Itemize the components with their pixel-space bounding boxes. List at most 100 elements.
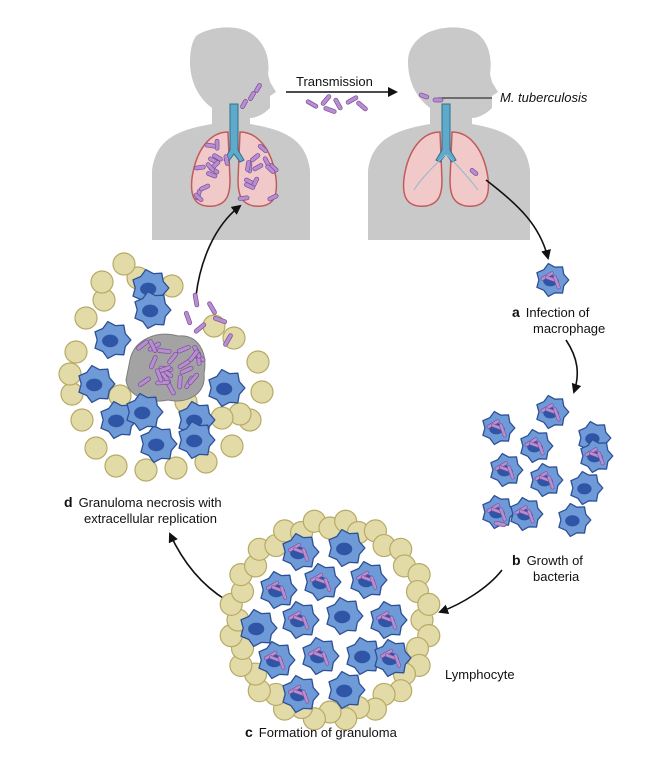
macrophage-cell bbox=[94, 320, 132, 360]
step-d-line-1: Granuloma necrosis with bbox=[78, 495, 222, 510]
lymphocyte-cell bbox=[84, 436, 108, 460]
cycle-arrows bbox=[168, 87, 582, 614]
macrophage-cell bbox=[536, 262, 570, 298]
bacterium bbox=[193, 192, 204, 203]
bacterium bbox=[223, 154, 230, 166]
bacterium bbox=[493, 520, 507, 528]
arrow-to-growth bbox=[565, 339, 582, 394]
macrophage-cell bbox=[134, 290, 172, 330]
bacterium bbox=[149, 355, 158, 370]
macrophage-cell bbox=[346, 636, 384, 676]
bacterium bbox=[418, 92, 430, 100]
bacterium bbox=[237, 195, 250, 201]
macrophage-cell bbox=[208, 368, 246, 408]
bacterium bbox=[187, 372, 199, 386]
exposed-person-silhouette bbox=[368, 27, 530, 240]
bacterium bbox=[205, 162, 216, 173]
bacterium bbox=[305, 99, 319, 109]
lymphocyte-cell bbox=[246, 350, 270, 374]
bacterium bbox=[223, 333, 233, 347]
step-d-line-2: extracellular replication bbox=[84, 511, 217, 526]
bacterium bbox=[265, 164, 276, 174]
macrophage-cell bbox=[178, 420, 216, 460]
macrophage-cell bbox=[570, 470, 604, 506]
macrophage-cell bbox=[520, 428, 554, 464]
bacterium bbox=[136, 339, 149, 351]
bacterium bbox=[254, 83, 262, 93]
macrophage-cell bbox=[126, 392, 164, 432]
bacterium bbox=[204, 142, 217, 149]
macrophage-cell bbox=[78, 364, 116, 404]
lymphocyte-cell bbox=[164, 456, 188, 480]
bacterium bbox=[155, 368, 164, 383]
bacterium bbox=[179, 365, 194, 375]
lymphocyte-cell bbox=[90, 270, 114, 294]
bacterium bbox=[192, 292, 200, 308]
bacterium bbox=[345, 95, 359, 105]
bacterium bbox=[320, 94, 332, 106]
step-d-caption: d Granuloma necrosis with extracellular r… bbox=[64, 494, 222, 527]
bacterium bbox=[240, 99, 248, 109]
step-c-line-1: Formation of granuloma bbox=[258, 725, 397, 740]
bacterium bbox=[250, 153, 261, 163]
step-a-line-2: macrophage bbox=[533, 321, 606, 336]
macrophage-cell bbox=[374, 638, 412, 678]
step-a-line-1: Infection of bbox=[525, 305, 590, 320]
macrophage-cell bbox=[350, 560, 388, 600]
bacterium bbox=[245, 160, 251, 172]
bacterium bbox=[244, 182, 256, 190]
macrophage-cell bbox=[370, 600, 408, 640]
step-d-letter: d bbox=[64, 494, 73, 510]
lymphocyte-cell bbox=[417, 592, 441, 616]
macrophage-cell bbox=[282, 600, 320, 640]
macrophage-cell bbox=[326, 596, 364, 636]
bacterium bbox=[323, 106, 337, 114]
macrophage-cell bbox=[140, 424, 178, 464]
step-a-letter: a bbox=[512, 304, 520, 320]
macrophage-cell bbox=[328, 670, 366, 710]
bacterium bbox=[356, 100, 368, 112]
macrophage-cell bbox=[558, 502, 592, 538]
bacterium bbox=[148, 339, 158, 353]
macrophage-layer bbox=[78, 262, 614, 714]
infected-person-silhouette bbox=[152, 27, 310, 240]
lymphocyte-cell bbox=[220, 434, 244, 458]
lymphocyte-cell bbox=[70, 408, 94, 432]
bacterium bbox=[469, 168, 479, 176]
lymphocyte-cell bbox=[74, 306, 98, 330]
step-c-letter: c bbox=[245, 724, 253, 740]
lymphocyte-cell bbox=[64, 340, 88, 364]
macrophage-cell bbox=[328, 528, 366, 568]
macrophage-cell bbox=[530, 462, 564, 498]
step-a-caption: a Infection of macrophage bbox=[512, 304, 605, 337]
lymphocyte-cell bbox=[60, 382, 84, 406]
bacterium bbox=[432, 97, 444, 103]
lymphocyte-cell bbox=[250, 380, 274, 404]
bacterium bbox=[193, 322, 207, 334]
macrophage-cell bbox=[100, 400, 138, 440]
bacterium bbox=[199, 183, 211, 192]
bacterium bbox=[212, 315, 228, 325]
bacterium bbox=[176, 344, 191, 354]
bacterium bbox=[212, 153, 223, 162]
macrophage-cell bbox=[510, 496, 544, 532]
macrophage-cell bbox=[282, 674, 320, 714]
bacterium bbox=[183, 310, 193, 326]
bacterium bbox=[207, 301, 217, 315]
step-b-line-2: bacteria bbox=[533, 569, 580, 584]
macrophage-cell bbox=[240, 608, 278, 648]
bacterium bbox=[194, 164, 206, 171]
bacterium bbox=[156, 348, 172, 354]
lymphocyte-cell bbox=[104, 454, 128, 478]
macrophage-cell bbox=[282, 532, 320, 572]
macrophage-cell bbox=[482, 494, 516, 530]
macrophage-cell bbox=[260, 570, 298, 610]
bacterium bbox=[188, 349, 200, 362]
bacterium bbox=[177, 374, 183, 390]
lymphocyte-cell bbox=[210, 406, 234, 430]
macrophage-cell bbox=[302, 636, 340, 676]
bacterium bbox=[267, 193, 279, 202]
macrophage-cell bbox=[536, 394, 570, 430]
macrophage-cell bbox=[580, 438, 614, 474]
